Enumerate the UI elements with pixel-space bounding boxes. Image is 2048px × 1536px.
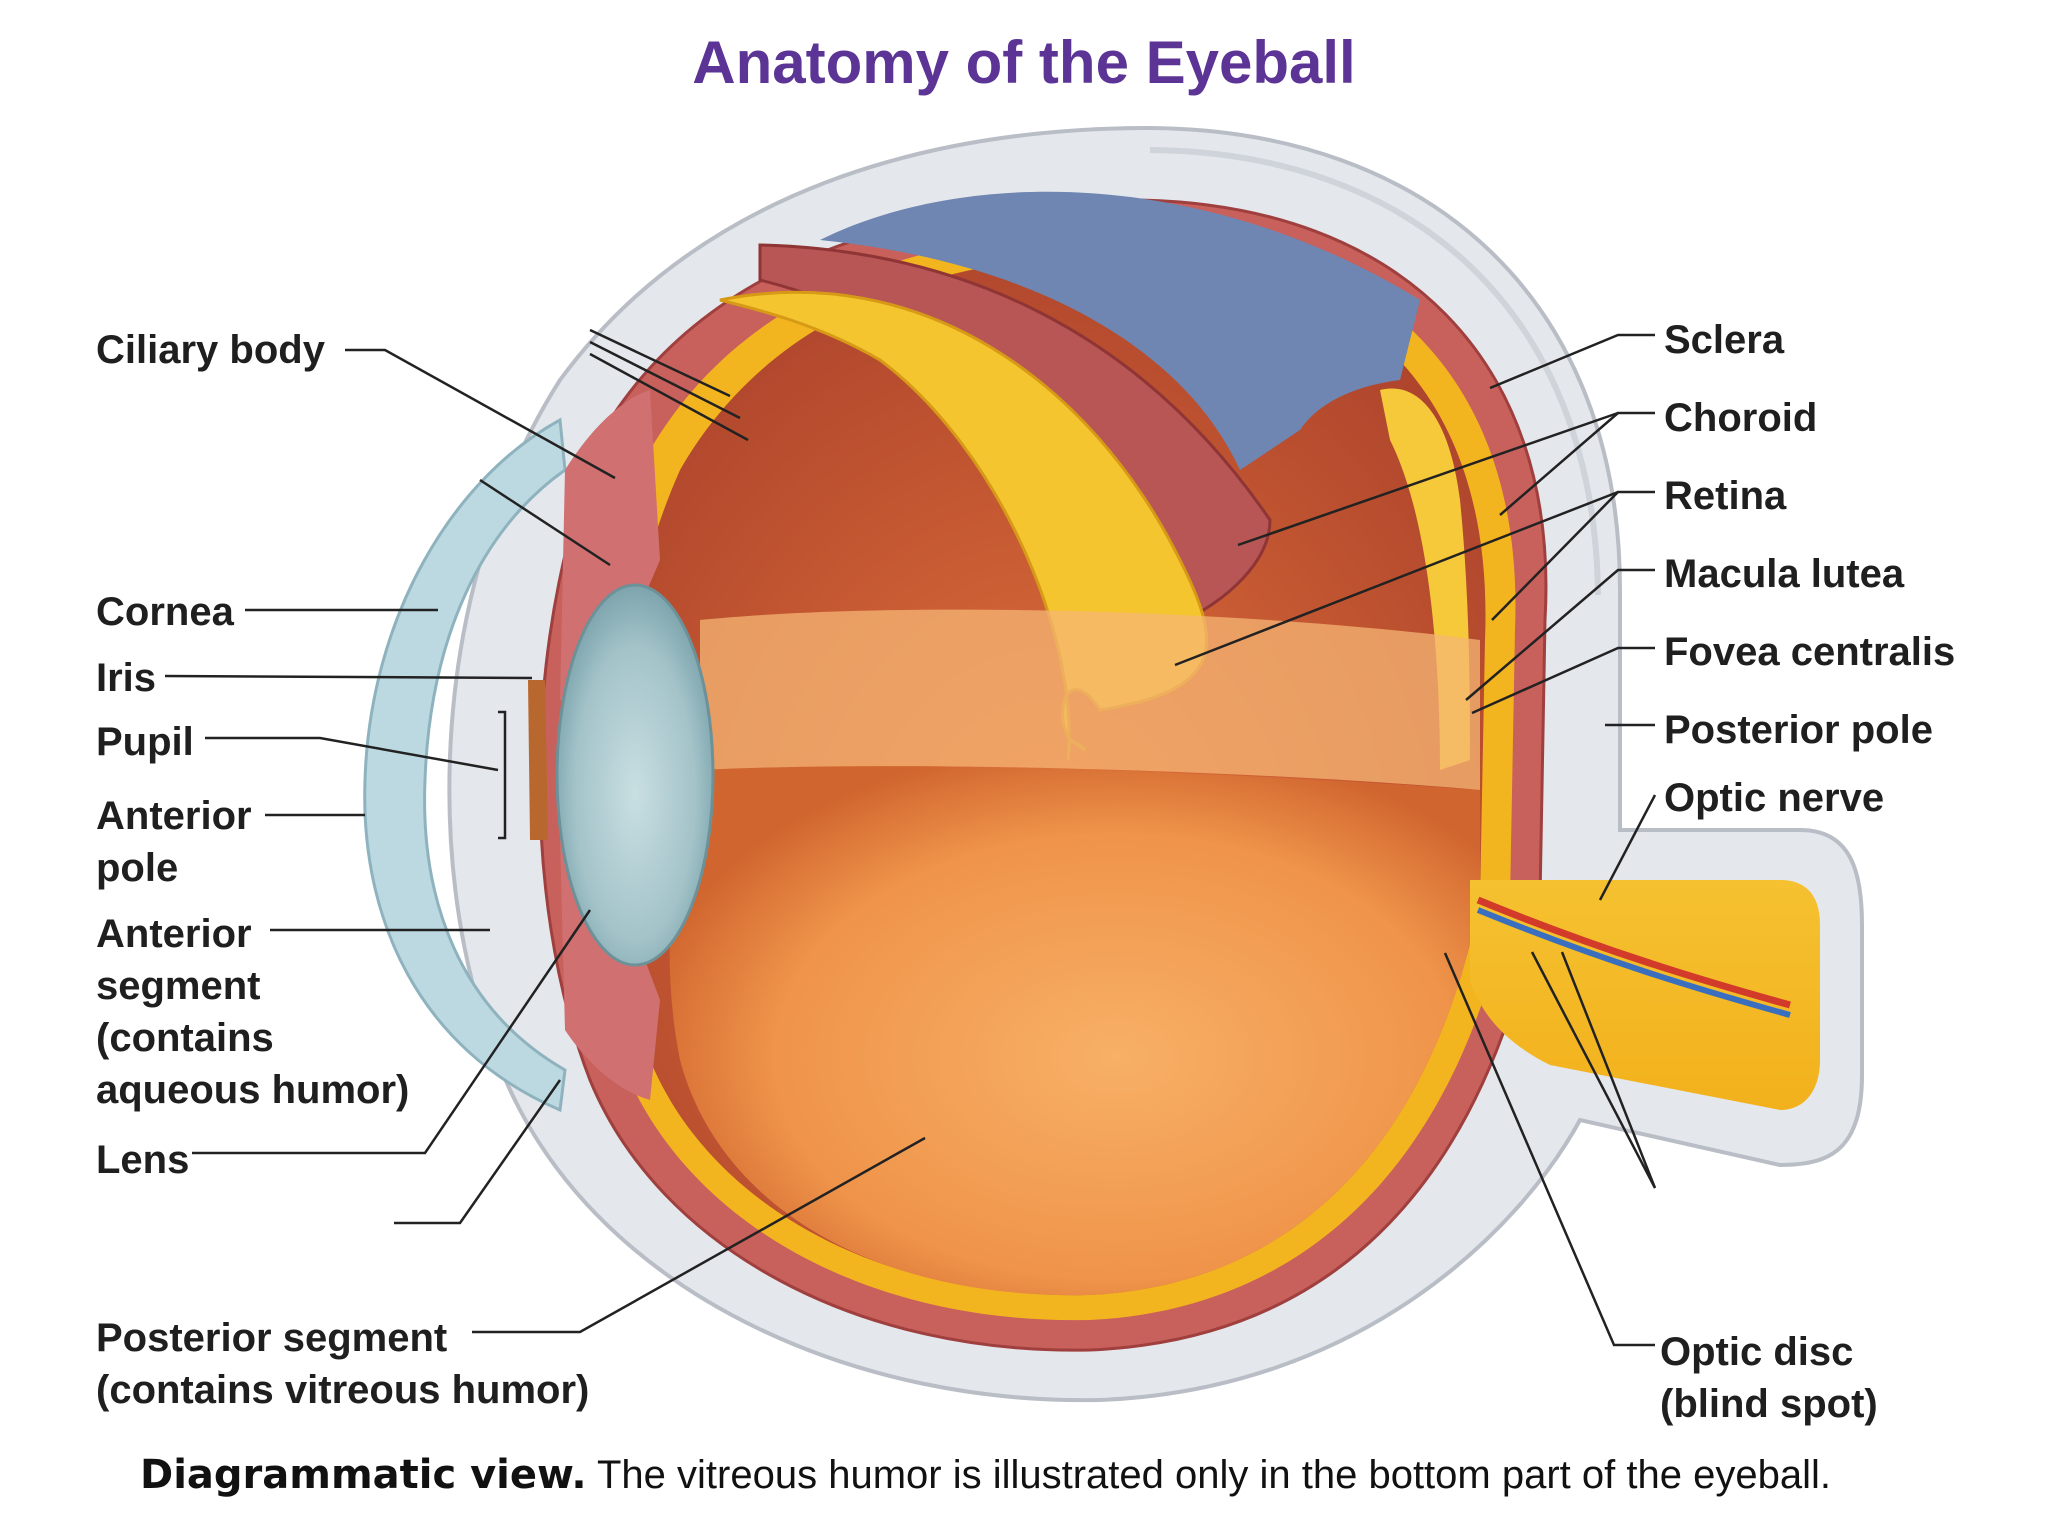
label-choroid: Choroid <box>1664 396 1818 440</box>
label-anterior-segment-line1: Anterior <box>96 912 252 956</box>
label-cornea: Cornea <box>96 590 234 634</box>
diagram-title: Anatomy of the Eyeball <box>692 29 1356 96</box>
label-posterior-segment: Posterior segment (contains vitreous hum… <box>96 1312 589 1416</box>
optic-nerve-shape <box>1470 770 1820 1110</box>
label-lens: Lens <box>96 1138 190 1182</box>
label-optic-disc-line1: Optic disc <box>1660 1330 1854 1374</box>
cornea-shape <box>363 417 567 1113</box>
peeled-surface <box>820 191 1420 470</box>
label-anterior-segment: Anterior segment (contains aqueous humor… <box>96 908 409 1116</box>
label-anterior-segment-line4: aqueous humor) <box>96 1068 410 1112</box>
vitreous-humor <box>669 766 1480 1296</box>
leader-lines <box>164 328 1657 1347</box>
label-iris: Iris <box>96 656 157 700</box>
label-anterior-segment-line2: segment <box>96 964 261 1008</box>
label-optic-disc: Optic disc (blind spot) <box>1660 1326 1878 1430</box>
iris-shape <box>528 680 548 840</box>
label-anterior-pole-line2: pole <box>96 846 179 890</box>
label-optic-disc-line2: (blind spot) <box>1660 1382 1878 1426</box>
label-anterior-segment-line3: (contains <box>96 1016 274 1060</box>
label-anterior-pole-line1: Anterior <box>96 794 252 838</box>
label-pupil: Pupil <box>96 720 194 764</box>
label-sclera: Sclera <box>1664 318 1785 362</box>
caption-bold: Diagrammatic view. <box>140 1452 587 1498</box>
figure-caption: Diagrammatic view. The vitreous humor is… <box>140 1452 1831 1498</box>
ciliary-tissue <box>560 390 660 700</box>
label-optic-nerve: Optic nerve <box>1664 776 1885 820</box>
label-posterior-segment-line1: Posterior segment <box>96 1316 448 1360</box>
label-anterior-pole: Anterior pole <box>96 790 252 894</box>
label-macula-lutea: Macula lutea <box>1664 552 1905 596</box>
label-posterior-pole: Posterior pole <box>1664 708 1933 752</box>
lens-shape <box>555 583 715 967</box>
label-fovea-centralis: Fovea centralis <box>1664 630 1956 674</box>
label-ciliary-body: Ciliary body <box>96 328 325 372</box>
label-posterior-segment-line2: (contains vitreous humor) <box>96 1368 590 1412</box>
label-retina: Retina <box>1664 474 1787 518</box>
caption-text: The vitreous humor is illustrated only i… <box>586 1453 1831 1497</box>
vitreous-slab <box>700 609 1480 790</box>
